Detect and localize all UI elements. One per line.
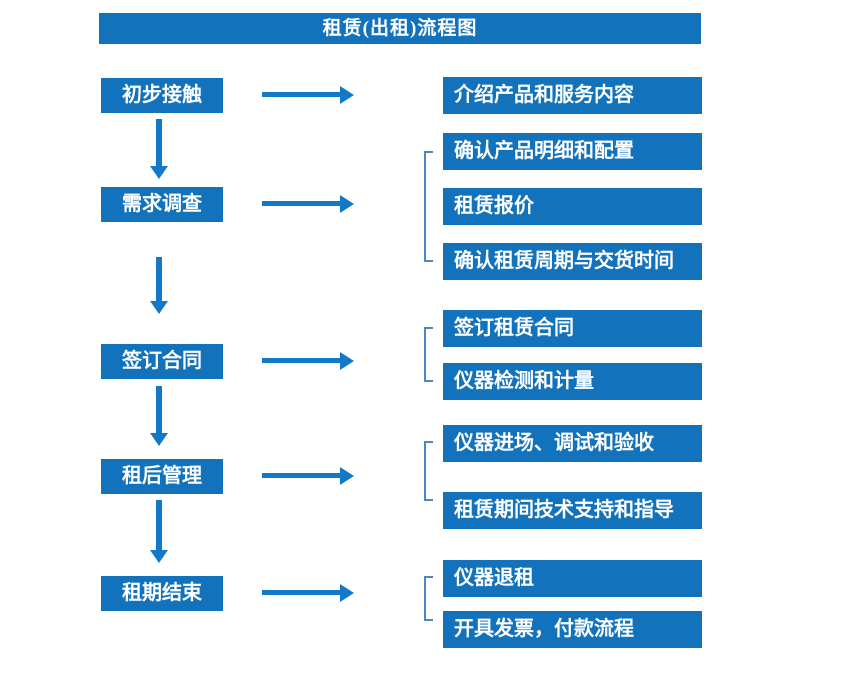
arrow-head (340, 584, 354, 602)
right-arrow (262, 352, 354, 370)
group-bracket (424, 151, 433, 262)
detail-box-instrument-entry-debug-acceptance: 仪器进场、调试和验收 (443, 425, 702, 462)
detail-box-confirm-product-details-config: 确认产品明细和配置 (443, 133, 702, 170)
arrow-shaft (262, 590, 341, 595)
group-bracket (424, 576, 433, 621)
arrow-head (340, 467, 354, 485)
arrow-head (150, 301, 168, 314)
arrow-shaft (156, 119, 162, 166)
arrow-shaft (262, 92, 341, 97)
down-arrow (150, 119, 168, 179)
step-box-post-rental-management: 租后管理 (101, 459, 223, 494)
arrow-head (150, 166, 168, 179)
arrow-shaft (156, 257, 162, 301)
detail-box-invoice-payment-process: 开具发票，付款流程 (443, 611, 702, 648)
arrow-shaft (156, 386, 162, 433)
page-title: 租赁(出租)流程图 (99, 13, 701, 44)
detail-box-instrument-inspection-metering: 仪器检测和计量 (443, 363, 702, 400)
arrow-shaft (262, 473, 341, 478)
step-box-sign-contract: 签订合同 (101, 344, 223, 379)
detail-box-technical-support-guidance: 租赁期间技术支持和指导 (443, 492, 702, 529)
right-arrow (262, 584, 354, 602)
arrow-head (340, 352, 354, 370)
arrow-shaft (156, 500, 162, 550)
down-arrow (150, 386, 168, 446)
arrow-head (150, 550, 168, 563)
arrow-shaft (262, 201, 341, 206)
detail-box-confirm-rental-period-delivery: 确认租赁周期与交货时间 (443, 243, 702, 280)
down-arrow (150, 257, 168, 314)
down-arrow (150, 500, 168, 563)
arrow-head (150, 433, 168, 446)
step-box-initial-contact: 初步接触 (101, 78, 223, 113)
right-arrow (262, 467, 354, 485)
right-arrow (262, 195, 354, 213)
detail-box-sign-rental-contract: 签订租赁合同 (443, 310, 702, 347)
detail-box-instrument-return: 仪器退租 (443, 560, 702, 597)
group-bracket (424, 441, 433, 501)
right-arrow (262, 86, 354, 104)
step-box-rental-end: 租期结束 (101, 576, 223, 611)
detail-box-introduce-products-services: 介绍产品和服务内容 (443, 77, 702, 114)
arrow-head (340, 195, 354, 213)
detail-box-rental-quotation: 租赁报价 (443, 188, 702, 225)
group-bracket (424, 327, 433, 382)
step-box-demand-survey: 需求调查 (101, 187, 223, 222)
arrow-shaft (262, 358, 341, 363)
arrow-head (340, 86, 354, 104)
